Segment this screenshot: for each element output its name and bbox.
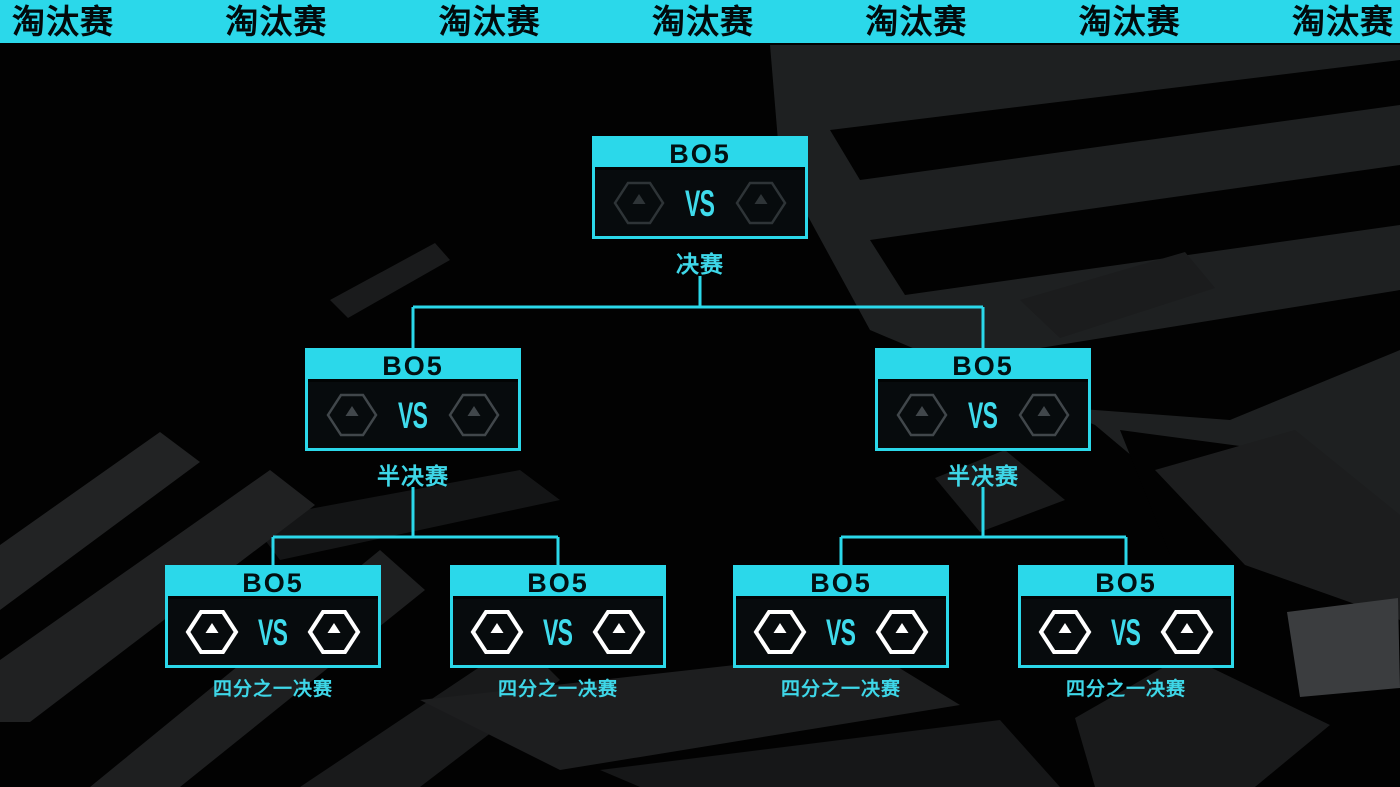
match-format: BO5	[810, 568, 872, 598]
banner-label: 淘汰赛	[651, 3, 754, 40]
tbd-hexagon-icon	[612, 180, 666, 226]
match-box: BO5 VS	[592, 136, 808, 239]
match-body: VS	[168, 599, 378, 665]
tbd-hexagon-icon	[734, 180, 788, 226]
match-format: BO5	[669, 139, 731, 169]
vs-label: VS	[968, 394, 998, 436]
match-format: BO5	[1095, 568, 1157, 598]
vs-label: VS	[1111, 611, 1141, 653]
vs-label: VS	[685, 182, 715, 224]
round-label-quarterfinal: 四分之一决赛	[1065, 679, 1186, 700]
match-box: BO5 VS	[165, 565, 381, 668]
match-box: BO5 VS	[305, 348, 521, 451]
tbd-hexagon-icon	[592, 609, 646, 655]
match-card-final[interactable]: BO5 VS 决赛	[592, 136, 808, 279]
match-format: BO5	[527, 568, 589, 598]
vs-label: VS	[398, 394, 428, 436]
banner-label: 淘汰赛	[1078, 3, 1181, 40]
tbd-hexagon-icon	[1017, 392, 1071, 438]
match-format-header: BO5	[736, 568, 946, 599]
round-label-semifinal: 半决赛	[377, 463, 449, 489]
banner-label: 淘汰赛	[865, 3, 968, 40]
tbd-hexagon-icon	[185, 609, 239, 655]
tbd-hexagon-icon	[875, 609, 929, 655]
banner-label: 淘汰赛	[1291, 3, 1394, 40]
match-card-quarterfinal-2[interactable]: BO5 VS 四分之一决赛	[450, 565, 666, 701]
tbd-hexagon-icon	[1160, 609, 1214, 655]
round-label-quarterfinal: 四分之一决赛	[497, 679, 618, 700]
banner-label: 淘汰赛	[225, 3, 328, 40]
match-card-semifinal-1[interactable]: BO5 VS 半决赛	[305, 348, 521, 491]
round-label-final: 决赛	[676, 251, 724, 277]
match-body: VS	[308, 382, 518, 448]
match-body: VS	[736, 599, 946, 665]
match-format-header: BO5	[168, 568, 378, 599]
banner-label: 淘汰赛	[12, 3, 114, 40]
match-format-header: BO5	[308, 351, 518, 382]
vs-label: VS	[543, 611, 573, 653]
tbd-hexagon-icon	[470, 609, 524, 655]
match-body: VS	[878, 382, 1088, 448]
match-format-header: BO5	[453, 568, 663, 599]
match-format-header: BO5	[1021, 568, 1231, 599]
match-format: BO5	[952, 351, 1014, 381]
match-box: BO5 VS	[450, 565, 666, 668]
match-box: BO5 VS	[1018, 565, 1234, 668]
round-label-semifinal: 半决赛	[947, 463, 1019, 489]
vs-label: VS	[258, 611, 288, 653]
round-label-quarterfinal: 四分之一决赛	[212, 679, 333, 700]
match-format-header: BO5	[878, 351, 1088, 382]
match-card-quarterfinal-3[interactable]: BO5 VS 四分之一决赛	[733, 565, 949, 701]
tbd-hexagon-icon	[325, 392, 379, 438]
match-card-quarterfinal-4[interactable]: BO5 VS 四分之一决赛	[1018, 565, 1234, 701]
match-body: VS	[595, 170, 805, 236]
match-format: BO5	[382, 351, 444, 381]
tbd-hexagon-icon	[753, 609, 807, 655]
match-format: BO5	[242, 568, 304, 598]
match-card-semifinal-2[interactable]: BO5 VS 半决赛	[875, 348, 1091, 491]
match-body: VS	[1021, 599, 1231, 665]
tbd-hexagon-icon	[1038, 609, 1092, 655]
banner-label: 淘汰赛	[438, 3, 541, 40]
match-box: BO5 VS	[733, 565, 949, 668]
tbd-hexagon-icon	[895, 392, 949, 438]
vs-label: VS	[826, 611, 856, 653]
match-body: VS	[453, 599, 663, 665]
knockout-stage-banner: 淘汰赛 淘汰赛 淘汰赛 淘汰赛 淘汰赛 淘汰赛 淘汰赛	[0, 0, 1400, 43]
match-card-quarterfinal-1[interactable]: BO5 VS 四分之一决赛	[165, 565, 381, 701]
match-box: BO5 VS	[875, 348, 1091, 451]
match-format-header: BO5	[595, 139, 805, 170]
round-label-quarterfinal: 四分之一决赛	[780, 679, 901, 700]
tbd-hexagon-icon	[307, 609, 361, 655]
tbd-hexagon-icon	[447, 392, 501, 438]
